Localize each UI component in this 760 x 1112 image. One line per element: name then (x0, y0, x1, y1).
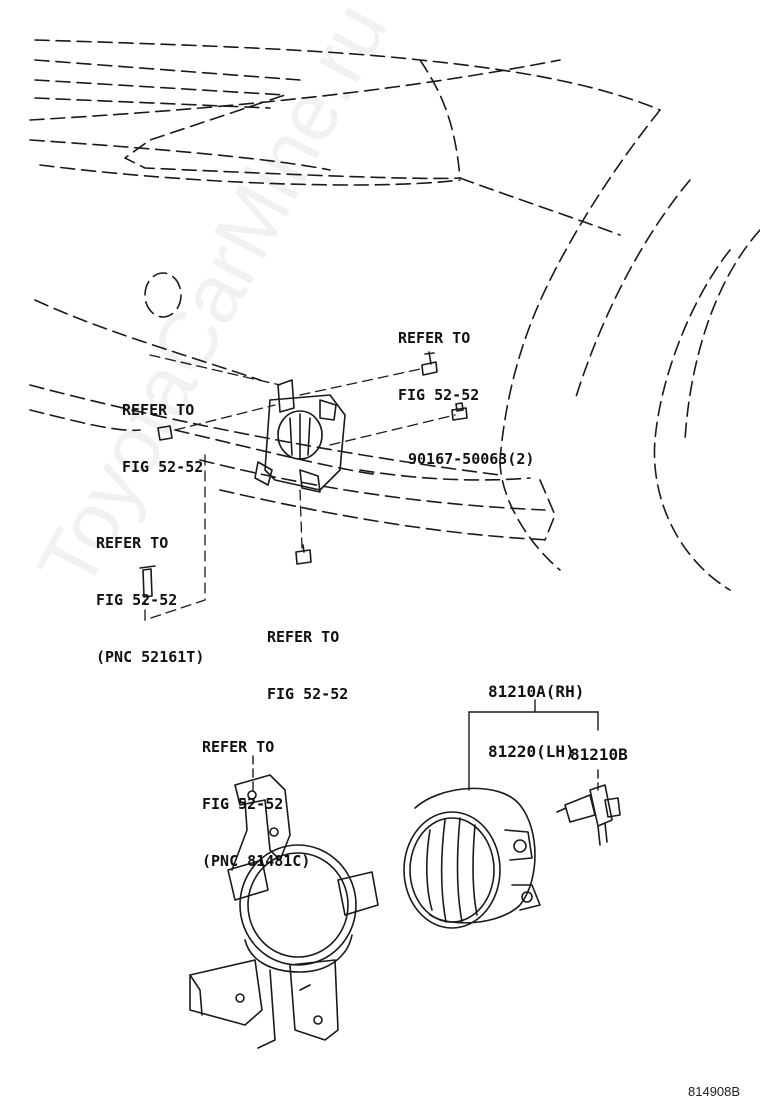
label-refer-pnc-52161[interactable]: REFER TO FIG 52-52 (PNC 52161T) (96, 496, 204, 705)
label-line: FIG 52-52 (202, 795, 284, 813)
leader-lines-bottom (252, 699, 599, 791)
label-line: 81220(LH) (488, 742, 575, 761)
screw-lower (295, 544, 312, 565)
car-body-outline (29, 39, 760, 591)
label-line: FIG 52-52 (96, 591, 178, 609)
label-line: (PNC 81481C) (202, 852, 311, 870)
label-line: FIG 52-52 (122, 458, 204, 476)
pin-52161 (139, 565, 156, 598)
label-line: (PNC 52161T) (96, 648, 205, 666)
screw-upper (421, 351, 438, 376)
label-refer-top-right[interactable]: REFER TO FIG 52-52 (398, 291, 479, 443)
label-line: FIG 52-52 (398, 386, 480, 404)
label-line: REFER TO (122, 401, 195, 419)
label-line: 81210A(RH) (488, 682, 585, 701)
fog-lamp-installed (254, 379, 346, 493)
clip-nut (157, 425, 173, 441)
label-refer-top-left[interactable]: REFER TO FIG 52-52 (122, 363, 203, 515)
label-part-90167[interactable]: 90167-50063(2) (408, 450, 535, 468)
label-part-bulb[interactable]: 81210B (570, 745, 628, 764)
leader-lines-top (144, 354, 456, 621)
fog-lamp-large (403, 787, 541, 929)
label-line: REFER TO (96, 534, 169, 552)
diagram-code: 814908B (688, 1084, 741, 1099)
bulb-81210B (556, 784, 621, 846)
label-refer-pnc-81481[interactable]: REFER TO FIG 52-52 (PNC 81481C) (202, 700, 310, 909)
label-refer-bottom-center[interactable]: REFER TO FIG 52-52 (267, 590, 348, 742)
label-line: REFER TO (202, 738, 275, 756)
label-line: FIG 52-52 (267, 685, 349, 703)
label-line: REFER TO (398, 329, 471, 347)
bolt-90167 (451, 402, 468, 421)
label-part-fog-lamp[interactable]: 81210A(RH) 81220(LH) (488, 642, 584, 802)
fog-lamp-bracket (189, 774, 379, 1049)
label-line: REFER TO (267, 628, 340, 646)
